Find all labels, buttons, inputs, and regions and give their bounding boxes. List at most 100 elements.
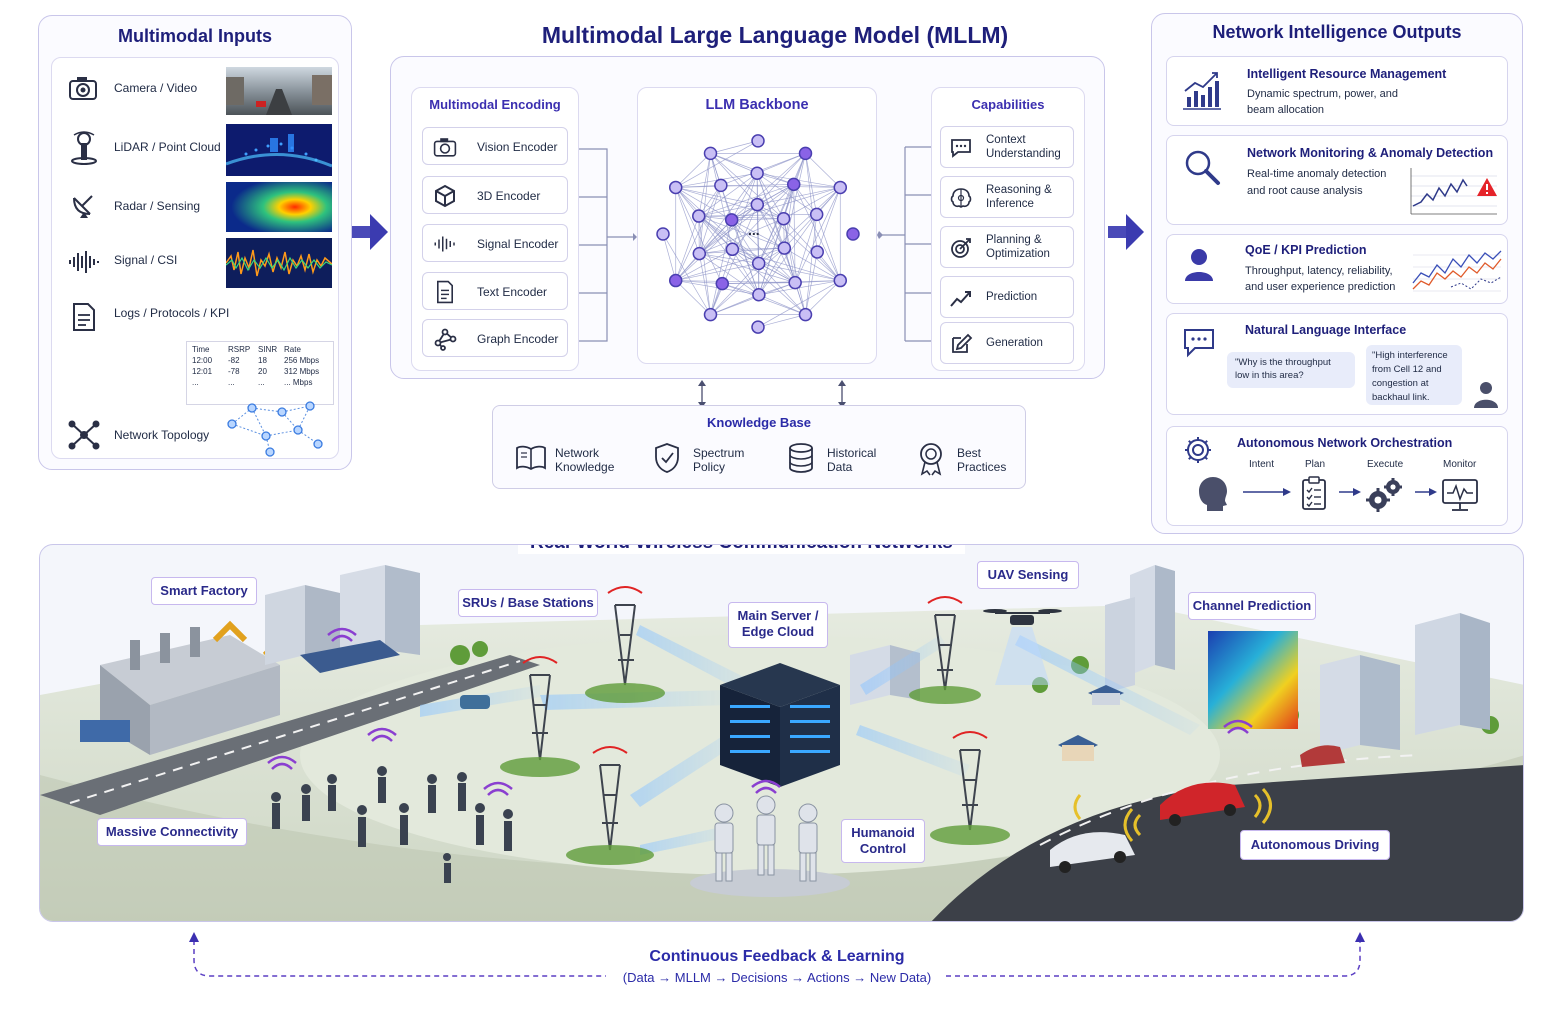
- inputs-list: Camera / Video LiDAR / Point Cloud Radar…: [51, 57, 339, 459]
- orchestration-card: Autonomous Network Orchestration Intent …: [1166, 426, 1508, 526]
- chat-icon: [951, 139, 971, 158]
- tag-humanoid-line: Control: [859, 841, 907, 856]
- cap-generation: Generation: [940, 322, 1074, 364]
- tag-massive-connectivity: Massive Connectivity: [97, 818, 247, 846]
- chat-icon: [1184, 329, 1214, 358]
- network-edge: [756, 173, 785, 249]
- feedback-loop-arrow: [189, 932, 1365, 977]
- tag-edge-cloud: Main Server / Edge Cloud: [728, 602, 828, 648]
- network-edge: [758, 294, 806, 315]
- cap-reasoning: Reasoning & Inference: [940, 176, 1074, 218]
- network-edge: [756, 172, 817, 215]
- gear-icon: [1185, 437, 1211, 463]
- monitoring-desc: Real-time anomaly detection: [1247, 168, 1387, 180]
- network-edge: [699, 253, 760, 296]
- network-node: [668, 273, 683, 288]
- network-edge: [805, 153, 818, 252]
- network-node: [703, 146, 718, 161]
- network-node: [656, 227, 670, 241]
- cap-label: Inference: [986, 198, 1034, 210]
- network-edge: [675, 280, 796, 283]
- network-edge: [757, 204, 841, 281]
- operator-avatar-icon: [1474, 382, 1498, 408]
- cap-planning: Planning & Optimization: [940, 226, 1074, 268]
- database-icon: [789, 443, 813, 473]
- network-node: [714, 178, 728, 193]
- user-question-text: "Why is the throughput low in this area?: [1235, 357, 1331, 381]
- resource-title: Intelligent Resource Management: [1247, 67, 1447, 81]
- network-edge: [698, 185, 722, 254]
- resource-desc: Dynamic spectrum, power, and: [1247, 88, 1399, 100]
- graph-encoder: Graph Encoder: [422, 319, 568, 357]
- network-edge: [675, 187, 758, 205]
- arrow-right-icon: [352, 214, 388, 250]
- radar-thumbnail: [226, 182, 332, 232]
- signal-thumbnail: [226, 238, 332, 288]
- kpi-cell: ...: [192, 378, 199, 387]
- anomaly-chart: [1410, 168, 1497, 215]
- arrow-right-icon: [1108, 214, 1144, 250]
- topology-thumbnail: [227, 401, 323, 457]
- network-node: [715, 276, 730, 291]
- network-edge: [699, 219, 732, 254]
- cap-label: Context: [986, 134, 1026, 146]
- camera-icon: [433, 138, 457, 157]
- network-edge: [698, 204, 758, 217]
- tag-humanoid-line: Humanoid: [851, 825, 915, 840]
- network-edge: [756, 153, 806, 174]
- network-edge: [794, 187, 841, 283]
- nli-title: Natural Language Interface: [1245, 323, 1407, 337]
- kpi-header: SINR: [258, 345, 278, 354]
- waveform-icon: [434, 236, 455, 252]
- network-edge: [710, 247, 785, 315]
- network-edge: [675, 263, 759, 281]
- encoder-label: Vision Encoder: [477, 140, 558, 154]
- encoder-label: Signal Encoder: [477, 237, 559, 251]
- trend-icon: [950, 291, 971, 307]
- graph-icon: [434, 328, 457, 351]
- cap-label: Generation: [986, 337, 1043, 349]
- network-edge: [757, 187, 841, 205]
- nli-card: Natural Language Interface "Why is the t…: [1166, 313, 1508, 415]
- feedback-subtitle: (Data → MLLM → Decisions → Actions → New…: [622, 970, 932, 985]
- qoe-title: QoE / KPI Prediction: [1245, 243, 1367, 257]
- network-edge: [731, 219, 760, 264]
- network-edge: [675, 140, 759, 188]
- vision-encoder: Vision Encoder: [422, 127, 568, 165]
- network-edge: [793, 183, 841, 188]
- network-node: [833, 180, 848, 195]
- network-edge: [731, 218, 784, 221]
- assistant-answer-text: "High interference from Cell 12 and cong…: [1372, 350, 1448, 403]
- kb-label-line: Policy: [693, 460, 726, 474]
- kb-label-line: Historical: [827, 446, 877, 460]
- network-edge: [732, 173, 758, 250]
- resource-management-card: Intelligent Resource Management Dynamic …: [1166, 56, 1508, 126]
- network-edge: [793, 184, 841, 281]
- target-icon: [951, 238, 971, 258]
- tag-edge-cloud-line: Edge Cloud: [741, 624, 815, 639]
- edit-icon: [952, 333, 973, 353]
- signal-encoder: Signal Encoder: [422, 224, 568, 262]
- network-node: [692, 246, 707, 261]
- cube-icon: [435, 184, 455, 208]
- tag-humanoid-control: Humanoid Control: [841, 819, 925, 863]
- network-edge: [698, 253, 711, 315]
- network-edge: [805, 153, 818, 215]
- network-edge: [805, 280, 841, 315]
- kpi-cell: 12:01: [192, 367, 213, 376]
- input-label-logs: Logs / Protocols / KPI: [114, 306, 230, 320]
- network-edge: [758, 247, 785, 295]
- network-edge: [698, 215, 760, 295]
- kpi-cell: 18: [258, 356, 267, 365]
- text-encoder: Text Encoder: [422, 272, 568, 310]
- network-edge: [731, 173, 758, 221]
- network-edge: [710, 294, 760, 315]
- input-label-lidar: LiDAR / Point Cloud: [114, 140, 221, 154]
- network-edge: [805, 251, 818, 315]
- network-node: [788, 275, 802, 290]
- scene-panel: Real-World Wireless Communication Networ…: [39, 544, 1524, 922]
- mllm-panel: Multimodal Encoding Vision Encoder 3D En…: [390, 56, 1105, 379]
- tag-channel-prediction: Channel Prediction: [1188, 592, 1316, 620]
